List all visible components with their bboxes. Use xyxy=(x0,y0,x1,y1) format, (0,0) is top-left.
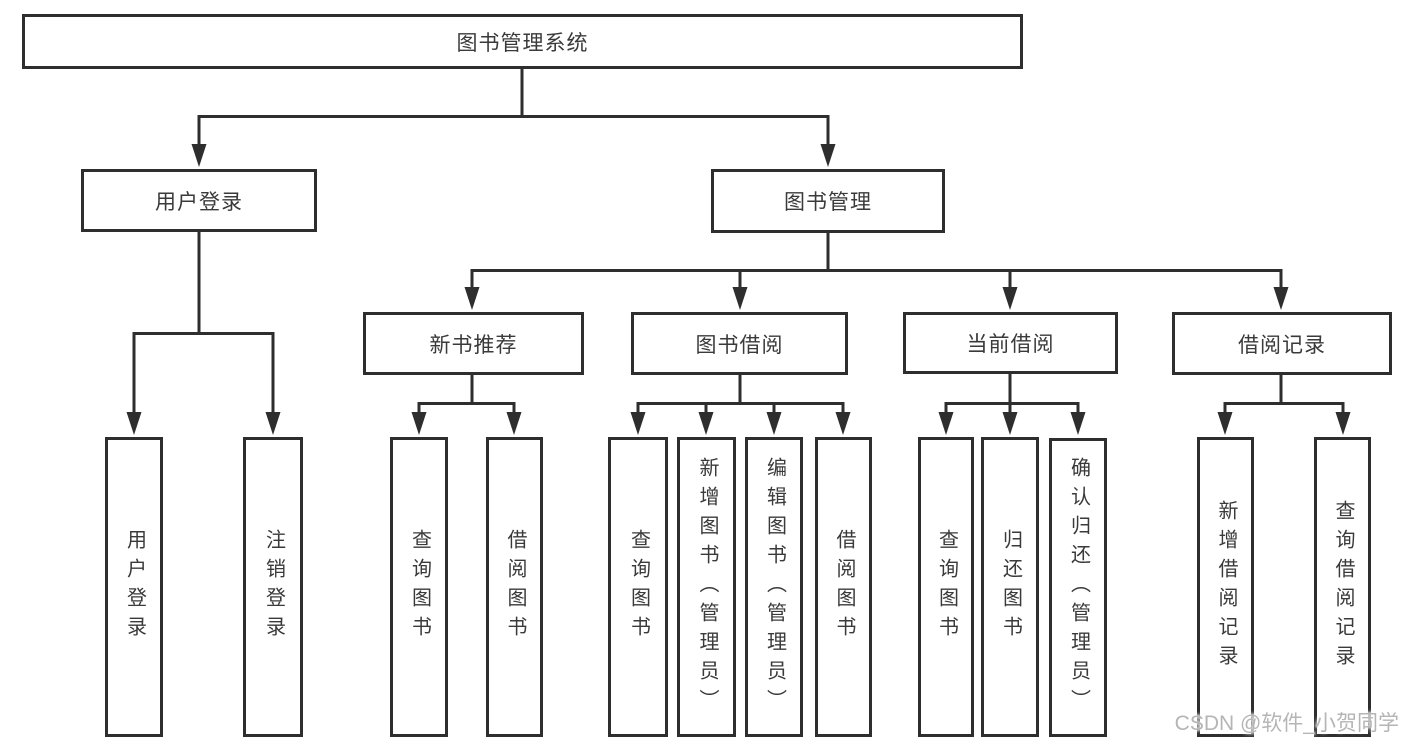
leaf-confirm-return-admin-label: 确认归还（管理员） xyxy=(1067,457,1090,718)
node-root-label: 图书管理系统 xyxy=(456,31,589,55)
leaf-query-book-current-label: 查询图书 xyxy=(935,529,958,645)
leaf-query-book-current: 查询图书 xyxy=(918,437,974,737)
node-current-borrowing: 当前借阅 xyxy=(903,312,1118,374)
leaf-logout: 注销登录 xyxy=(243,437,303,737)
connector-book-management-to-level3 xyxy=(470,233,1283,289)
leaf-borrow-book-borrowing-label: 借阅图书 xyxy=(833,529,855,645)
leaf-add-borrow-record: 新增借阅记录 xyxy=(1197,437,1254,737)
leaf-query-book-recommend: 查询图书 xyxy=(390,437,448,737)
connector-new-book-recommendation-to-leaves xyxy=(417,375,516,413)
leaf-confirm-return-admin: 确认归还（管理员） xyxy=(1049,438,1107,737)
node-user-login: 用户登录 xyxy=(81,169,317,232)
node-borrowing-records-label: 借阅记录 xyxy=(1238,333,1326,357)
leaf-return-book: 归还图书 xyxy=(981,437,1039,737)
leaf-add-borrow-record-label: 新增借阅记录 xyxy=(1215,500,1237,674)
connector-book-borrowing-to-leaves xyxy=(636,375,845,413)
leaf-add-book-admin-label: 新增图书（管理员） xyxy=(696,456,718,718)
leaf-query-book-borrowing: 查询图书 xyxy=(608,437,668,737)
watermark: CSDN @软件_小贺同学 xyxy=(1174,712,1399,735)
leaf-query-book-borrowing-label: 查询图书 xyxy=(627,529,650,645)
connector-current-borrowing-to-leaves xyxy=(944,374,1080,413)
node-book-borrowing-label: 图书借阅 xyxy=(695,333,784,357)
leaf-edit-book-admin-label: 编辑图书（管理员） xyxy=(763,456,786,718)
node-book-borrowing: 图书借阅 xyxy=(631,312,848,375)
arrowheads xyxy=(126,144,1351,435)
leaf-user-login: 用户登录 xyxy=(105,437,163,737)
connector-user-login-to-leaves xyxy=(132,231,275,413)
node-root: 图书管理系统 xyxy=(22,14,1023,69)
node-book-management-label: 图书管理 xyxy=(784,191,872,214)
leaf-add-book-admin: 新增图书（管理员） xyxy=(677,437,736,737)
leaf-query-borrow-record-label: 查询借阅记录 xyxy=(1332,500,1354,674)
leaf-query-book-recommend-label: 查询图书 xyxy=(408,529,431,645)
leaf-logout-label: 注销登录 xyxy=(262,529,285,645)
leaf-query-borrow-record: 查询借阅记录 xyxy=(1314,437,1371,737)
connector-root-to-level2 xyxy=(197,69,830,146)
leaf-borrow-book-recommend: 借阅图书 xyxy=(486,437,543,737)
leaf-borrow-book-borrowing: 借阅图书 xyxy=(815,437,872,737)
node-new-book-recommendation-label: 新书推荐 xyxy=(429,333,518,357)
leaf-return-book-label: 归还图书 xyxy=(999,529,1022,645)
leaf-edit-book-admin: 编辑图书（管理员） xyxy=(745,437,803,737)
node-new-book-recommendation: 新书推荐 xyxy=(363,312,584,375)
leaf-user-login-label: 用户登录 xyxy=(123,529,146,645)
node-current-borrowing-label: 当前借阅 xyxy=(966,333,1055,356)
node-book-management: 图书管理 xyxy=(711,169,945,233)
connector-borrowing-records-to-leaves xyxy=(1223,374,1345,413)
node-borrowing-records: 借阅记录 xyxy=(1172,312,1392,375)
node-user-login-label: 用户登录 xyxy=(155,190,243,214)
leaf-borrow-book-recommend-label: 借阅图书 xyxy=(504,529,526,645)
